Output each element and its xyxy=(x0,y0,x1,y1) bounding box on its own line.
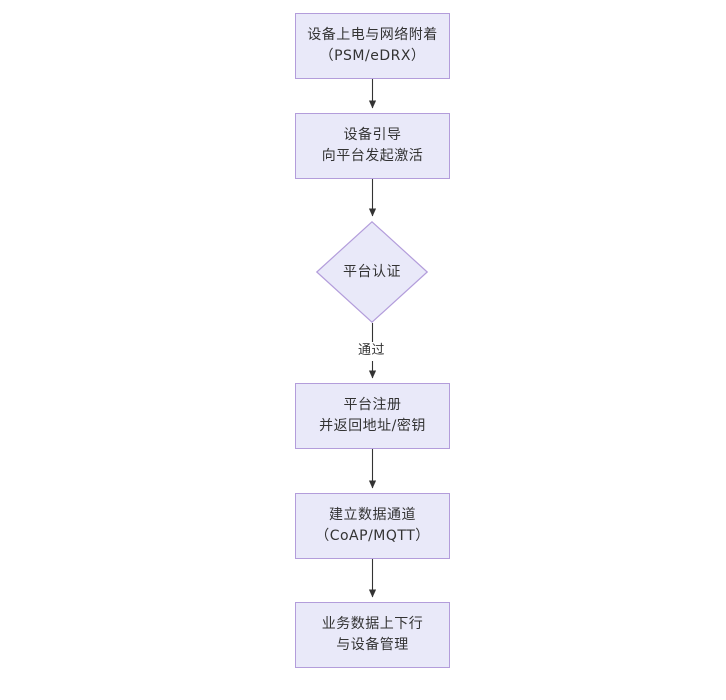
flow-node-platform-auth-decision[interactable]: 平台认证 xyxy=(316,221,428,323)
diamond-shape xyxy=(316,221,428,323)
flow-node-business-data-and-device-management[interactable]: 业务数据上下行 与设备管理 xyxy=(295,602,450,668)
flow-node-line: 平台认证 xyxy=(343,263,401,280)
flow-node-line: 与设备管理 xyxy=(336,637,409,653)
flow-node-device-power-on[interactable]: 设备上电与网络附着 （PSM/eDRX） xyxy=(295,13,450,79)
flow-node-line: 平台注册 xyxy=(343,397,402,413)
flow-node-line: 设备上电与网络附着 xyxy=(307,27,438,43)
flow-node-device-bootstrap[interactable]: 设备引导 向平台发起激活 xyxy=(295,113,450,179)
flow-node-line: 向平台发起激活 xyxy=(321,148,424,164)
flow-node-line: 并返回地址/密钥 xyxy=(319,418,426,434)
flow-node-line: （PSM/eDRX） xyxy=(319,48,426,64)
edge-label-pass: 通过 xyxy=(356,342,388,361)
flow-node-line: （CoAP/MQTT） xyxy=(315,528,430,544)
flow-node-line: 设备引导 xyxy=(343,127,402,143)
flow-node-platform-register[interactable]: 平台注册 并返回地址/密钥 xyxy=(295,383,450,449)
flow-node-line: 业务数据上下行 xyxy=(321,616,424,632)
flow-node-establish-data-channel[interactable]: 建立数据通道 （CoAP/MQTT） xyxy=(295,493,450,559)
flow-node-line: 建立数据通道 xyxy=(329,507,416,523)
